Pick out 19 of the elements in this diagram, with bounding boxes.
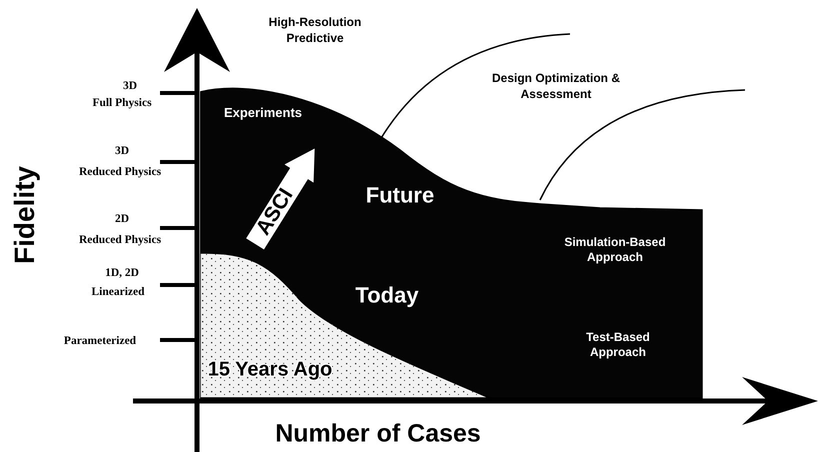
axis-title: Fidelity [8, 166, 41, 264]
region-label: Today [354, 281, 420, 309]
region-label: Test-Based Approach [585, 330, 651, 360]
axis-tick-label: Reduced Physics [78, 233, 162, 247]
axis-tick-label: 1D, 2D [105, 266, 139, 280]
axis-tick-label: Linearized [91, 285, 145, 299]
axis-tick-label: Full Physics [92, 96, 152, 110]
axis-tick-label: 2D [114, 212, 130, 226]
region-label: Experiments [222, 104, 304, 122]
region-label: Design Optimization & Assessment [490, 70, 621, 102]
region-label: 15 Years Ago [206, 358, 334, 382]
axis-title: Number of Cases [275, 418, 481, 450]
region-label: Simulation-Based Approach [563, 235, 667, 265]
region-label: Future [364, 181, 436, 209]
axis-tick-label: 3D [122, 79, 138, 93]
axis-tick-label: 3D [114, 144, 130, 158]
axis-tick-label: Reduced Physics [78, 165, 162, 179]
axis-tick-label: Parameterized [64, 334, 136, 348]
region-label: High-Resolution Predictive [268, 14, 362, 46]
